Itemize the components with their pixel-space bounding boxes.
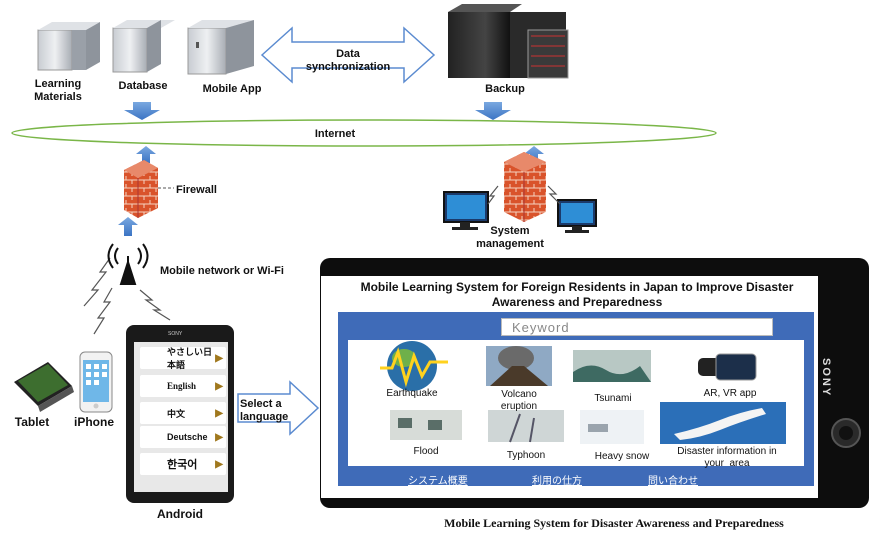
monitor-right-icon bbox=[557, 199, 597, 233]
iphone-label: iPhone bbox=[73, 415, 114, 429]
select-language-label: Select a language bbox=[240, 398, 289, 423]
tile-volcano-label: Volcano eruption bbox=[500, 389, 538, 412]
chevron-right-icon: ▶ bbox=[215, 380, 223, 392]
down-arrows-icon bbox=[124, 102, 511, 120]
iphone-icon bbox=[79, 351, 113, 413]
keyword-placeholder: Keyword bbox=[512, 320, 570, 335]
firewall-right-icon bbox=[504, 152, 546, 222]
language-label: 中文 bbox=[167, 408, 186, 419]
app-title: Mobile Learning System for Foreign Resid… bbox=[360, 280, 794, 309]
footer-link-how-to-use[interactable]: 利用の仕方 bbox=[532, 476, 582, 487]
figure-caption: Mobile Learning System for Disaster Awar… bbox=[444, 516, 784, 530]
language-label: 한국어 bbox=[167, 459, 198, 471]
select-language-arrow-icon bbox=[237, 380, 320, 436]
language-label: やさしい日本語 bbox=[167, 347, 213, 370]
flood-icon bbox=[390, 410, 462, 440]
learning-materials-label: Learning Materials bbox=[34, 78, 82, 103]
android-label: Android bbox=[157, 507, 203, 521]
firewall-left-icon bbox=[124, 160, 158, 218]
volcano-icon bbox=[486, 346, 552, 386]
internet-label: Internet bbox=[314, 128, 356, 140]
database-label: Database bbox=[118, 80, 168, 92]
monitor-left-icon bbox=[443, 191, 489, 230]
backup-label: Backup bbox=[485, 83, 525, 95]
tile-earthquake-label: Earthquake bbox=[386, 388, 438, 399]
language-label: Deutsche bbox=[167, 432, 208, 442]
signal-bolt-icons bbox=[83, 185, 561, 335]
footer-link-system-overview[interactable]: システム概要 bbox=[408, 476, 468, 487]
heavy-snow-icon bbox=[580, 410, 644, 444]
internet-ellipse-icon bbox=[11, 119, 717, 147]
chevron-right-icon: ▶ bbox=[215, 407, 223, 419]
android-brand-label: SONY bbox=[168, 331, 183, 337]
earthquake-icon bbox=[380, 341, 448, 391]
tile-flood-label: Flood bbox=[413, 446, 439, 457]
chevron-right-icon: ▶ bbox=[215, 352, 223, 364]
typhoon-icon bbox=[488, 410, 564, 443]
system-management-label: System management bbox=[476, 225, 544, 250]
server-backup-icon bbox=[448, 4, 569, 79]
tile-heavy-snow-label: Heavy snow bbox=[594, 451, 650, 462]
tile-disaster-info-label: Disaster information in your area bbox=[677, 446, 777, 469]
mobile-app-label: Mobile App bbox=[202, 83, 262, 95]
mobile-network-label: Mobile network or Wi-Fi bbox=[160, 265, 284, 277]
data-sync-label: Data synchronization bbox=[305, 48, 391, 73]
server-learning-materials-icon bbox=[37, 22, 100, 71]
data-sync-arrow-icon bbox=[260, 26, 436, 84]
language-item-english[interactable]: English ▶ bbox=[140, 375, 226, 397]
server-mobile-app-icon bbox=[187, 20, 254, 75]
chevron-right-icon: ▶ bbox=[215, 458, 223, 470]
footer-link-contact[interactable]: 問い合わせ bbox=[648, 476, 698, 487]
language-item-german[interactable]: Deutsche ▶ bbox=[140, 426, 226, 448]
keyword-search-input[interactable]: Keyword bbox=[501, 318, 773, 336]
language-item-japanese[interactable]: やさしい日本語▶ bbox=[140, 347, 226, 370]
up-arrows-icon bbox=[118, 146, 544, 236]
vr-headset-icon bbox=[698, 353, 757, 381]
language-label: English bbox=[167, 381, 197, 391]
tablet-icon bbox=[14, 362, 74, 412]
tablet-label: Tablet bbox=[14, 415, 50, 429]
big-phone-brand-label: SONY bbox=[820, 358, 832, 398]
language-item-korean[interactable]: 한국어 ▶ bbox=[140, 453, 226, 475]
tile-typhoon-label: Typhoon bbox=[506, 450, 546, 461]
japan-map-icon bbox=[660, 402, 786, 444]
tile-ar-vr-label: AR, VR app bbox=[703, 388, 757, 399]
tsunami-icon bbox=[573, 350, 651, 382]
chevron-right-icon: ▶ bbox=[215, 431, 223, 443]
tile-tsunami-label: Tsunami bbox=[594, 393, 632, 404]
antenna-icon bbox=[107, 243, 149, 285]
language-item-chinese[interactable]: 中文 ▶ bbox=[140, 402, 226, 424]
server-database-icon bbox=[112, 20, 175, 73]
firewall-label: Firewall bbox=[176, 184, 217, 196]
